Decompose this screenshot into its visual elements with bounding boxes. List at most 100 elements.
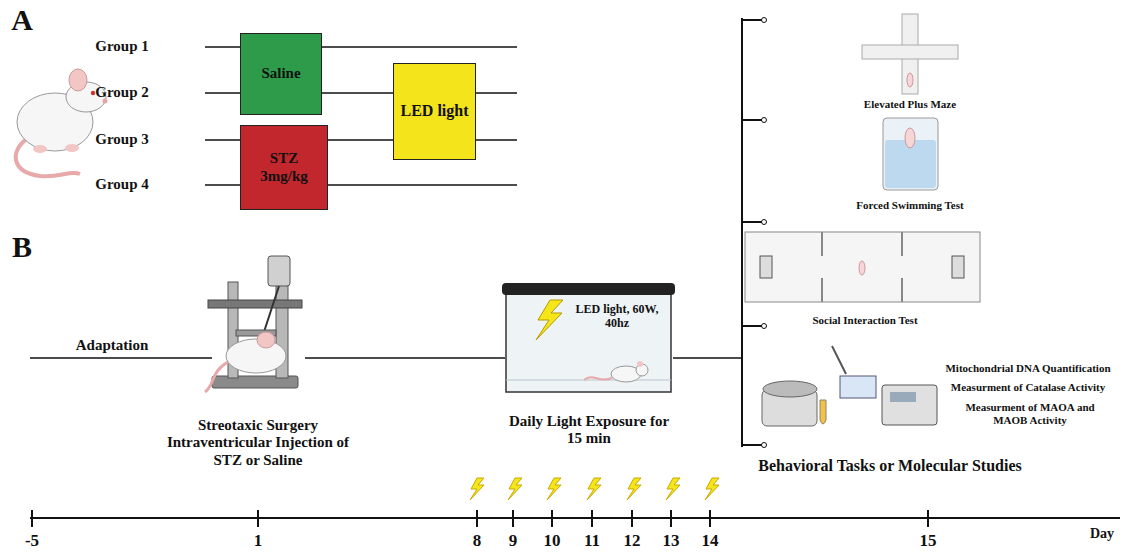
- axis-number: 14: [702, 531, 719, 551]
- panel-letter: A: [11, 3, 33, 38]
- treatment-box: STZ 3mg/kg: [240, 125, 328, 210]
- text-label: Streotaxic Surgery Intraventricular Inje…: [160, 417, 356, 469]
- plus-maze-icon: [862, 14, 958, 94]
- timeline-tick: [709, 510, 711, 527]
- bracket: [742, 325, 762, 327]
- swim-beaker-icon: [883, 118, 938, 190]
- axis-number: -5: [25, 531, 39, 551]
- panel-letter: B: [12, 230, 32, 265]
- bracket: [762, 324, 767, 329]
- light-cage: [637, 361, 643, 367]
- text-label: Measurment of Catalase Activity: [951, 381, 1105, 394]
- timeline-tick: [927, 510, 929, 527]
- axis-number: 12: [624, 531, 641, 551]
- lab-equipment-icon: [890, 392, 916, 402]
- social-box-icon: [760, 256, 772, 278]
- social-box-icon: [821, 278, 823, 302]
- rat-figure: [16, 69, 108, 176]
- bracket: [762, 220, 767, 225]
- node-caption: Daily Light Exposure for 15 min: [505, 413, 673, 448]
- light-cage: [506, 380, 671, 381]
- bracket: [742, 221, 762, 223]
- timeline-tick: [257, 510, 259, 527]
- node-text: LED light: [395, 102, 473, 120]
- social-box-icon: [901, 278, 903, 302]
- procedure-line: [305, 357, 505, 359]
- light-cage: [536, 300, 563, 340]
- text-label: Group 1: [95, 38, 149, 55]
- node-text: LED light, 60W, 40hz: [569, 303, 665, 331]
- plus-maze-icon: [862, 45, 958, 59]
- text-label: Forced Swimming Test: [856, 199, 963, 212]
- text-label: Measurment of MAOA and MAOB Activity: [955, 401, 1105, 426]
- lab-equipment-icon: [882, 385, 937, 425]
- timeline-tick: [31, 510, 33, 527]
- bracket: [741, 18, 743, 447]
- timeline-tick: [476, 510, 478, 527]
- lab-equipment-icon: [840, 376, 876, 398]
- text-label: Elevated Plus Maze: [864, 98, 956, 111]
- light-bolt: [666, 478, 680, 500]
- treatment-box: Saline: [240, 33, 322, 115]
- stereotaxic-frame: [205, 362, 228, 392]
- social-box-icon: [821, 232, 823, 256]
- text-label: Group 4: [95, 176, 149, 193]
- text-label: Mitochondrial DNA Quantification: [945, 362, 1110, 375]
- bracket: [742, 444, 762, 446]
- bracket: [742, 119, 762, 121]
- axis-number: Day: [1090, 526, 1114, 542]
- stereotaxic-frame: [205, 256, 302, 392]
- light-cage: [502, 283, 675, 295]
- stereotaxic-frame: [268, 256, 290, 286]
- axis-number: 8: [473, 531, 482, 551]
- lab-equipment-icon: [832, 346, 846, 374]
- bracket: [762, 18, 767, 23]
- light-bolt: [470, 478, 484, 500]
- light-cage: [502, 283, 675, 392]
- light-bolt: [547, 478, 561, 500]
- timeline-tick: [551, 510, 553, 527]
- text-label: Group 3: [95, 131, 149, 148]
- axis-number: 15: [920, 531, 937, 551]
- rat-figure: [91, 91, 95, 95]
- rat-figure: [33, 145, 47, 153]
- rat-figure: [65, 144, 79, 152]
- light-bolt: [627, 478, 641, 500]
- light-cage-node: LED light, 60W, 40hzDaily Light Exposure…: [505, 283, 673, 393]
- treatment-box: LED light: [393, 63, 476, 160]
- stereotaxic-frame: [208, 300, 302, 308]
- text-label: Behavioral Tasks or Molecular Studies: [758, 457, 1021, 475]
- timeline-axis: [30, 517, 1120, 519]
- timeline-tick: [670, 510, 672, 527]
- social-box-icon: [859, 261, 865, 275]
- bracket: [762, 118, 767, 123]
- lab-equipment-icon: [762, 346, 937, 426]
- axis-number: 10: [544, 531, 561, 551]
- timeline-tick: [512, 510, 514, 527]
- social-box-icon: [745, 232, 980, 302]
- text-label: Adaptation: [76, 337, 149, 354]
- light-bolt: [587, 478, 601, 500]
- stereotaxic-frame: [257, 332, 275, 348]
- bracket: [762, 443, 767, 448]
- light-bolt: [470, 478, 719, 500]
- light-cage: [506, 292, 671, 392]
- social-box-icon: [901, 232, 903, 256]
- lab-equipment-icon: [763, 381, 817, 397]
- timeline-tick: [32, 510, 928, 527]
- text-label: Social Interaction Test: [812, 314, 917, 327]
- swim-beaker-icon: [905, 128, 915, 148]
- bracket: [742, 19, 762, 21]
- axis-number: 9: [509, 531, 518, 551]
- timeline-axis: [30, 517, 1120, 519]
- plus-maze-icon: [907, 73, 913, 87]
- axis-number: 11: [584, 531, 600, 551]
- light-bolt: [705, 478, 719, 500]
- node-text: STZ 3mg/kg: [241, 150, 327, 185]
- plus-maze-icon: [902, 14, 918, 94]
- timeline-tick: [591, 510, 593, 527]
- procedure-line: [673, 357, 742, 359]
- rat-figure: [69, 69, 87, 91]
